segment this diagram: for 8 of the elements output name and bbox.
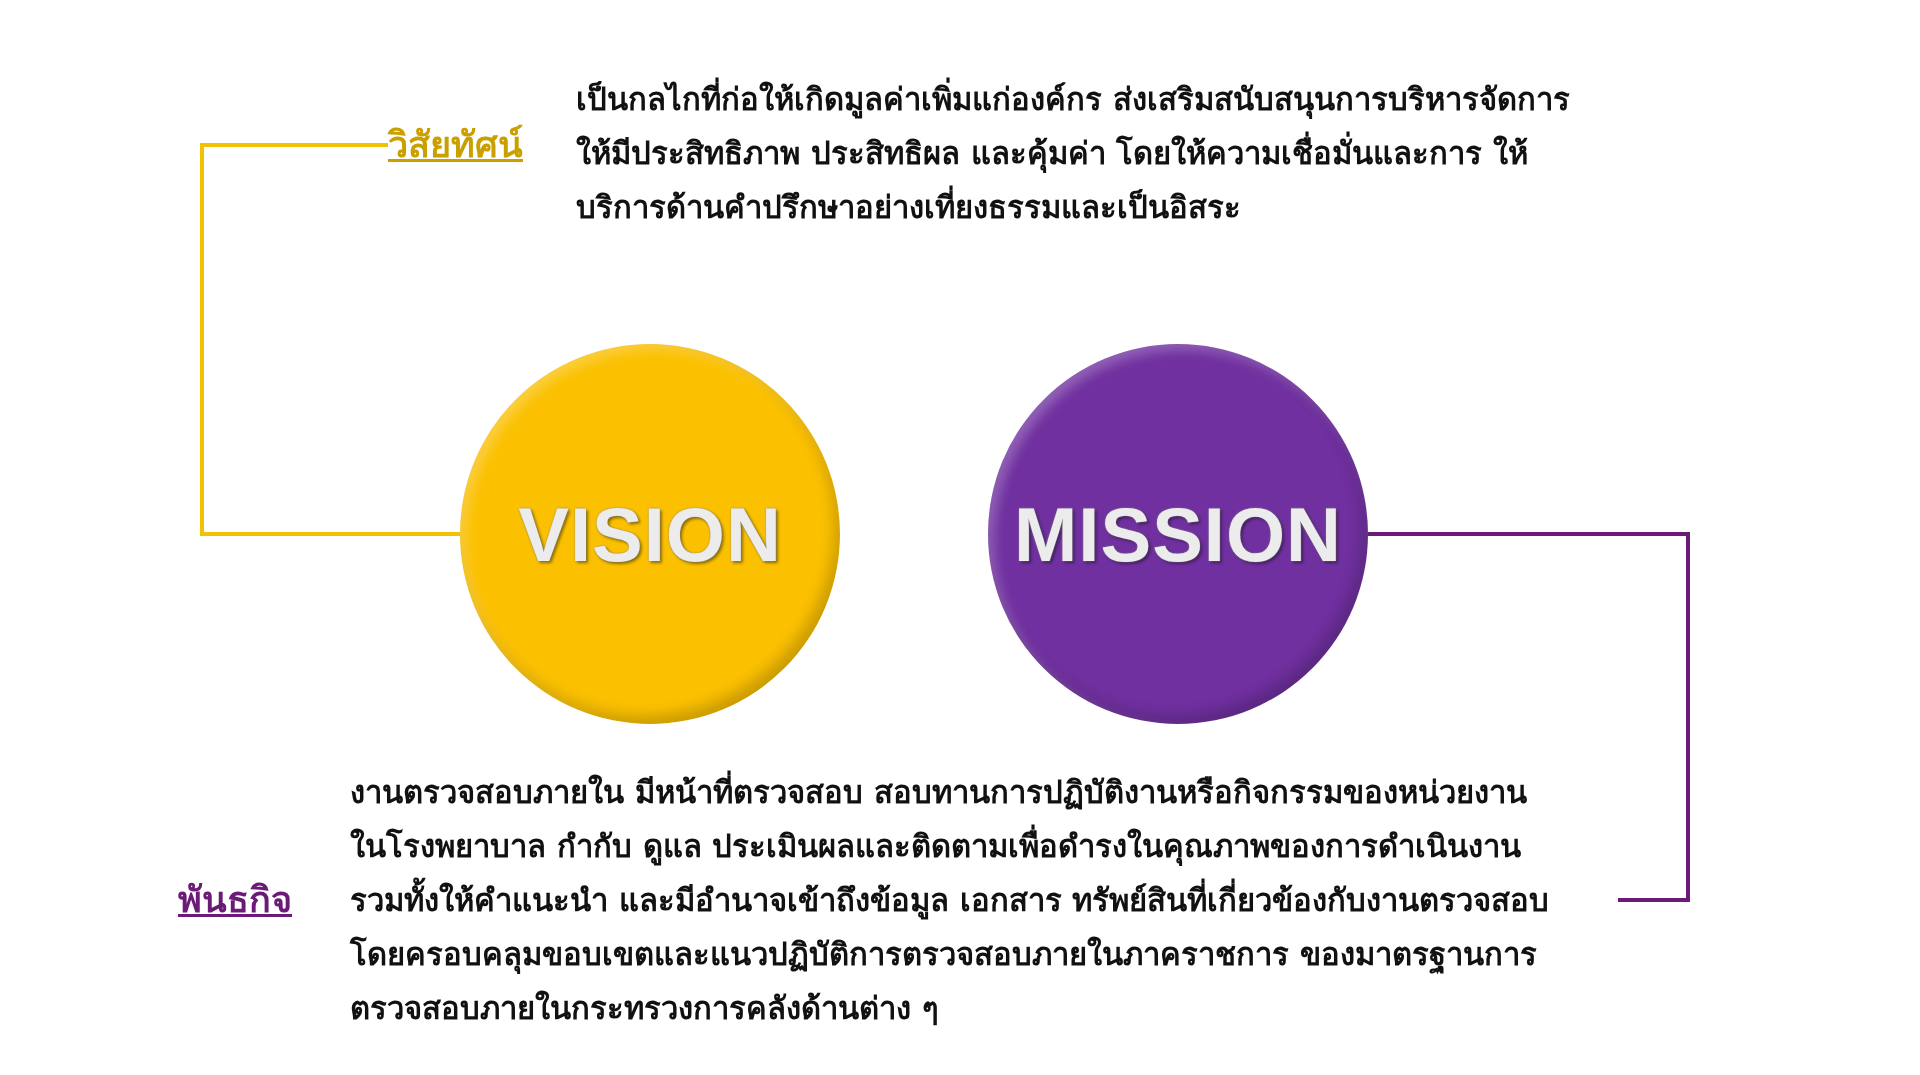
- section-heading: วิสัยทัศน์: [388, 123, 523, 167]
- section-heading: พันธกิจ: [178, 878, 292, 922]
- connector-line: [200, 143, 460, 536]
- description-paragraph: งานตรวจสอบภายใน มีหน้าที่ตรวจสอบ สอบทานการปฏิบัติงานหรือกิจกรรมของหน่วยงาน ในโรงพยาบาล กำกับ ดูแล ประเมินผลและติดตามเพื่อดำรงในคุณภาพของการดำเนินงาน รวมทั้งให้คำแนะนำ และมีอำนาจเข้าถึงข้อมูล เอกสาร ทรัพย์สินที่เกี่ยวข้องกับงานตรวจสอบ โดยครอบคลุมขอบเขตและแนวปฏิบัติการตรวจสอบภายในภาคราชการ ของมาตรฐานการ ตรวจสอบภายในกระทรวงการคลังด้านต่าง ๆ: [350, 765, 1565, 1035]
- badge-title: MISSION: [1014, 490, 1342, 578]
- description-paragraph: เป็นกลไกที่ก่อให้เกิดมูลค่าเพิ่มแก่องค์กร ส่งเสริมสนับสนุนการบริหารจัดการ ให้มีประสิทธิภาพ ประสิทธิผล และคุ้มค่า โดยให้ความเชื่อมั่นและการ ให้บริการด้านคำปรึกษาอย่างเที่ยงธรรมและเป็นอิสระ: [576, 72, 1578, 234]
- connector-line: [1368, 532, 1690, 902]
- badge-title: VISION: [518, 490, 782, 578]
